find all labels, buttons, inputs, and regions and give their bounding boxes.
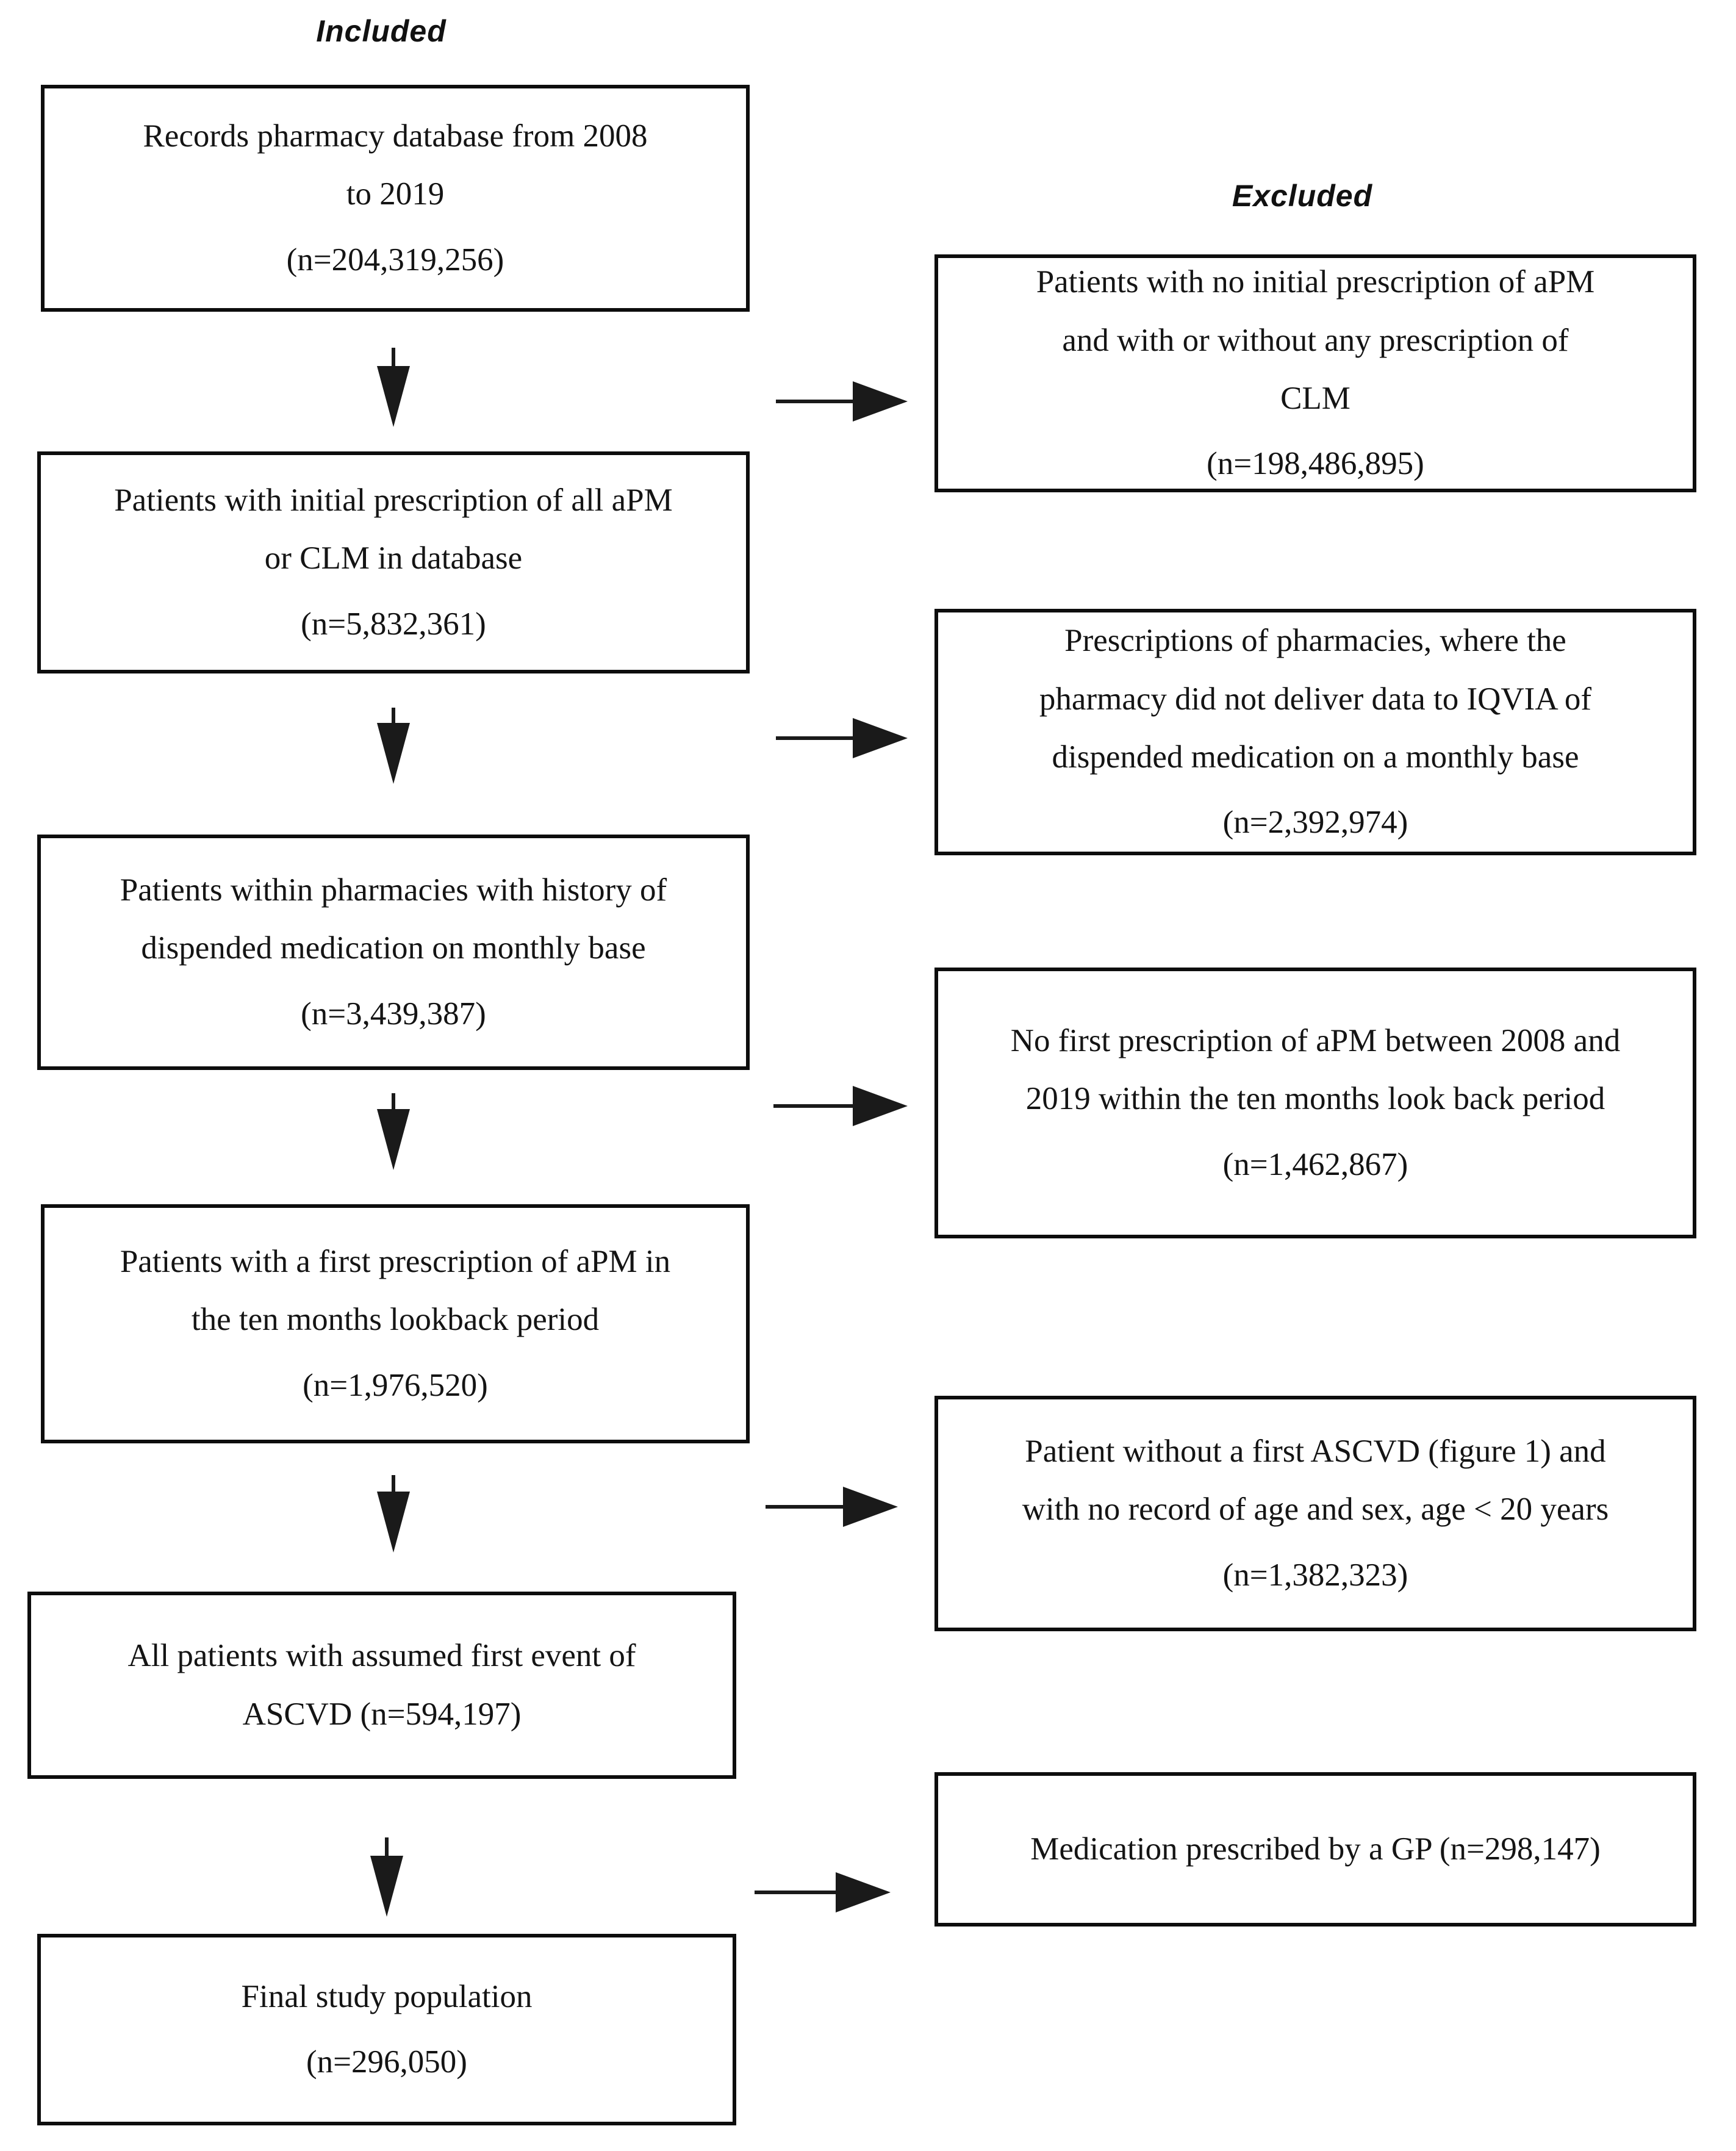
box-text: Medication prescribed by a GP (n=298,147… <box>1013 1820 1618 1878</box>
flow-box-first-prescription-lookback: Patients with a first prescription of aP… <box>41 1204 750 1443</box>
box-text: Patients with initial prescription of al… <box>97 472 690 653</box>
arrow-down-3 <box>377 1093 410 1170</box>
box-text: Final study population (n=296,050) <box>224 1968 550 2092</box>
box-text: No first prescription of aPM between 200… <box>994 1012 1637 1194</box>
box-text-line: Patients with no initial prescription of… <box>1036 264 1595 300</box>
box-text: Patient without a first ASCVD (figure 1)… <box>1005 1423 1626 1604</box>
flow-box-initial-prescription: Patients with initial prescription of al… <box>37 451 750 673</box>
arrow-down-5 <box>370 1837 403 1917</box>
box-text-line: to 2019 <box>346 176 445 212</box>
box-text-line: Records pharmacy database from 2008 <box>143 118 648 154</box>
box-text-line: Patient without a first ASCVD (figure 1)… <box>1025 1433 1606 1469</box>
box-text-line: All patients with assumed first event of <box>127 1638 636 1674</box>
box-text: Patients with no initial prescription of… <box>1019 253 1612 494</box>
box-text-line: CLM <box>1280 381 1350 416</box>
box-text-line: with no record of age and sex, age < 20 … <box>1022 1492 1609 1528</box>
box-text-line: Patients with a first prescription of aP… <box>120 1243 671 1279</box>
flow-box-first-ascvd-event: All patients with assumed first event of… <box>27 1592 736 1779</box>
box-text-line: No first prescription of aPM between 200… <box>1010 1022 1621 1058</box>
box-count: (n=2,392,974) <box>1222 805 1408 841</box>
arrow-down-2 <box>377 708 410 784</box>
arrow-down-4 <box>377 1475 410 1553</box>
box-text-line: Medication prescribed by a GP (n=298,147… <box>1030 1831 1601 1867</box>
box-text-line: ASCVD (n=594,197) <box>242 1696 522 1732</box>
box-count: (n=204,319,256) <box>286 242 504 278</box>
box-count: (n=1,382,323) <box>1222 1557 1408 1593</box>
box-text: All patients with assumed first event of… <box>110 1627 653 1743</box>
box-text-line: pharmacy did not deliver data to IQVIA o… <box>1039 681 1592 717</box>
excluded-box-no-monthly-data: Prescriptions of pharmacies, where the p… <box>934 609 1696 855</box>
arrow-right-1 <box>776 381 908 422</box>
excluded-box-no-first-prescription: No first prescription of aPM between 200… <box>934 968 1696 1238</box>
box-text-line: Patients with initial prescription of al… <box>114 482 673 518</box>
included-header: Included <box>316 14 447 48</box>
arrow-down-1 <box>377 348 410 427</box>
flow-box-final-population: Final study population (n=296,050) <box>37 1934 736 2125</box>
box-text: Prescriptions of pharmacies, where the p… <box>1022 612 1609 852</box>
box-text: Patients within pharmacies with history … <box>103 861 684 1043</box>
excluded-header: Excluded <box>1232 179 1373 213</box>
flow-box-pharmacy-history: Patients within pharmacies with history … <box>37 835 750 1070</box>
box-count: (n=5,832,361) <box>301 606 486 642</box>
box-count: (n=198,486,895) <box>1207 446 1424 482</box>
excluded-box-no-first-ascvd: Patient without a first ASCVD (figure 1)… <box>934 1396 1696 1631</box>
box-text-line: 2019 within the ten months look back per… <box>1025 1081 1605 1117</box>
arrow-right-3 <box>773 1086 908 1126</box>
box-count: (n=3,439,387) <box>301 996 486 1032</box>
box-text-line: Patients within pharmacies with history … <box>120 872 667 908</box>
box-text: Patients with a first prescription of aP… <box>103 1233 687 1415</box>
box-text-line: or CLM in database <box>264 540 523 576</box>
box-text-line: and with or without any prescription of <box>1062 322 1569 358</box>
box-count: (n=1,462,867) <box>1222 1146 1408 1182</box>
flow-box-records-database: Records pharmacy database from 2008 to 2… <box>41 85 750 312</box>
box-text-line: Prescriptions of pharmacies, where the <box>1064 623 1566 659</box>
box-text-line: the ten months lookback period <box>191 1302 600 1338</box>
box-text-line: dispended medication on a monthly base <box>1052 739 1579 775</box>
excluded-box-gp-prescribed: Medication prescribed by a GP (n=298,147… <box>934 1772 1696 1927</box>
box-text-line: dispended medication on monthly base <box>141 930 646 966</box>
box-text-line: Final study population <box>241 1978 533 2014</box>
box-count: (n=296,050) <box>306 2044 467 2080</box>
excluded-box-no-initial-prescription: Patients with no initial prescription of… <box>934 254 1696 492</box>
arrow-right-2 <box>776 718 908 758</box>
arrow-right-5 <box>755 1872 891 1912</box>
box-count: (n=1,976,520) <box>303 1367 488 1403</box>
box-text: Records pharmacy database from 2008 to 2… <box>126 107 664 289</box>
arrow-right-4 <box>766 1487 898 1527</box>
